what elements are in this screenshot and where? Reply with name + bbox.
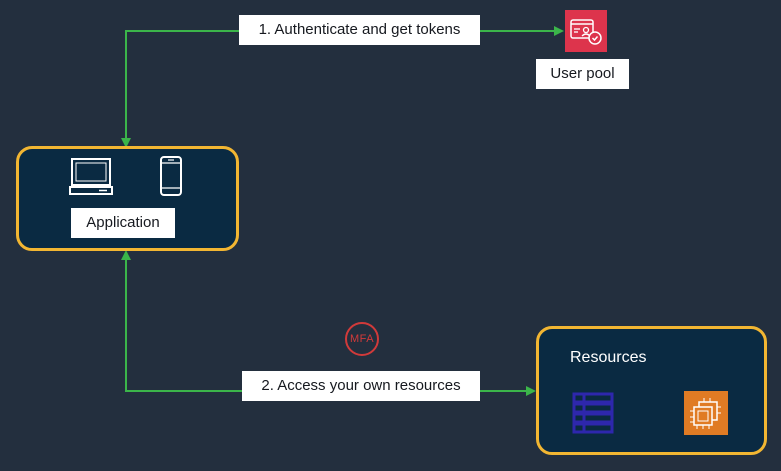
auth-connector	[125, 30, 562, 145]
auth-arrowhead-right	[554, 26, 564, 36]
access-arrowhead-up	[121, 250, 131, 260]
mfa-badge-partial-icon	[345, 0, 379, 6]
resources-node: Resources	[536, 326, 767, 455]
application-label: Application	[71, 208, 175, 238]
database-table-icon	[572, 392, 614, 434]
laptop-icon	[69, 158, 113, 195]
access-arrow-label: 2. Access your own resources	[242, 371, 480, 401]
access-arrowhead-right	[526, 386, 536, 396]
mfa-badge-icon: MFA	[345, 322, 379, 356]
auth-arrow-label: 1. Authenticate and get tokens	[239, 15, 480, 45]
user-pool-label: User pool	[536, 59, 629, 89]
auth-arrowhead-down	[121, 138, 131, 148]
ec2-compute-icon	[684, 391, 728, 435]
mobile-phone-icon	[160, 156, 182, 196]
cognito-user-pool-icon	[565, 10, 607, 52]
application-node: Application	[16, 146, 239, 251]
resources-title: Resources	[570, 349, 647, 366]
